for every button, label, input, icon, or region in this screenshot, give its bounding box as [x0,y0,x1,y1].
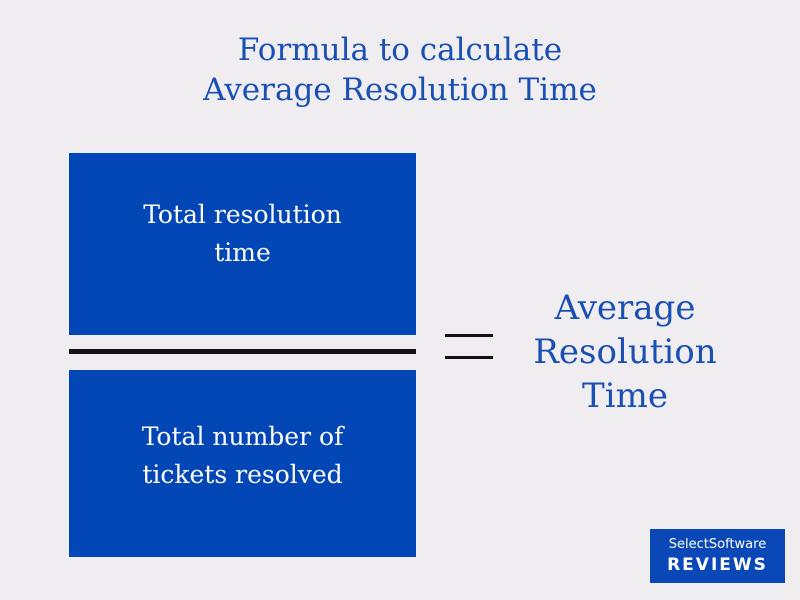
diagram-title: Formula to calculate Average Resolution … [100,30,700,110]
denominator-box: Total number of tickets resolved [69,370,416,557]
denominator-line-1: Total number of [141,421,344,451]
result-line-1: Average [554,288,696,328]
numerator-box: Total resolution time [69,153,416,335]
title-line-1: Formula to calculate [237,32,563,68]
selectsoftware-reviews-logo: SelectSoftware REVIEWS [650,529,785,583]
title-line-2: Average Resolution Time [203,72,597,108]
fraction-bar [69,349,416,354]
logo-line-1: SelectSoftware [668,537,767,552]
equals-sign [445,334,493,360]
result-text: Average Resolution Time [505,286,745,418]
equals-bar-bottom [445,356,493,359]
denominator-line-2: tickets resolved [142,459,343,489]
logo-line-2: REVIEWS [667,555,768,575]
equals-bar-top [445,334,493,337]
result-line-2: Resolution [533,332,717,372]
numerator-line-2: time [214,238,271,267]
numerator-line-1: Total resolution [143,200,342,229]
result-line-3: Time [582,376,668,416]
